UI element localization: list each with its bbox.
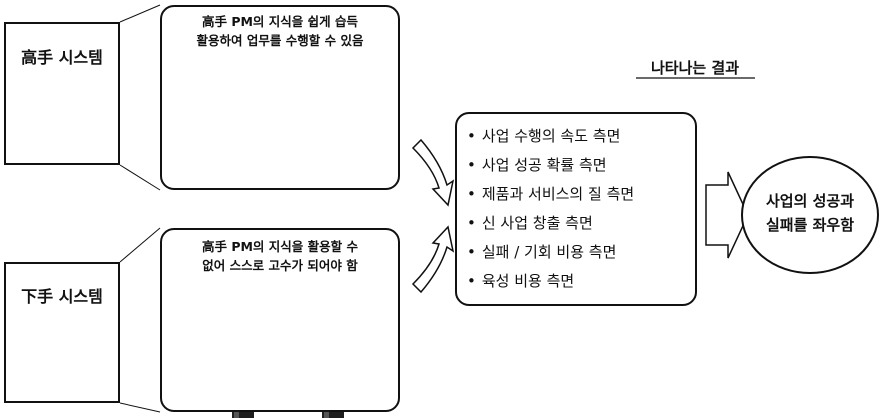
result-item: 육성 비용 측면 [467, 267, 634, 296]
top-knowledge-panel [160, 5, 400, 190]
curved-arrow-top [411, 138, 455, 207]
block-arrow-right [705, 171, 749, 259]
results-heading: 나타나는 결과 [650, 59, 740, 77]
outcome-line2: 실패를 좌우함 [765, 216, 855, 234]
result-item: 신 사업 창출 측면 [467, 209, 634, 238]
top-callout-lines [119, 4, 161, 191]
bottom-callout-lines [119, 227, 161, 413]
result-item: 사업 수행의 속도 측면 [467, 122, 634, 151]
bottom-system-box [4, 262, 120, 403]
top-caption-line1: 高手 PM의 지식을 쉽게 습득 [201, 14, 358, 29]
top-caption-line2: 활용하여 업무를 수행할 수 있음 [196, 33, 364, 48]
curved-arrow-bottom [411, 225, 455, 294]
bottom-caption-line2: 없어 스스로 고수가 되어야 함 [202, 258, 358, 273]
result-item: 사업 성공 확률 측면 [467, 151, 634, 180]
bottom-system-title: 下手 시스템 [21, 287, 103, 306]
result-item: 제품과 서비스의 질 측면 [467, 180, 634, 209]
bottom-caption-line1: 高手 PM의 지식을 활용할 수 [201, 239, 358, 254]
result-item: 실패 / 기회 비용 측면 [467, 238, 634, 267]
outcome-ellipse [741, 156, 879, 274]
bottom-knowledge-panel [160, 228, 400, 412]
top-system-title: 高手 시스템 [21, 48, 103, 67]
results-list: 사업 수행의 속도 측면 사업 성공 확률 측면 제품과 서비스의 질 측면 신… [467, 122, 634, 296]
outcome-line1: 사업의 성공과 [765, 192, 855, 210]
top-system-box [4, 22, 120, 165]
